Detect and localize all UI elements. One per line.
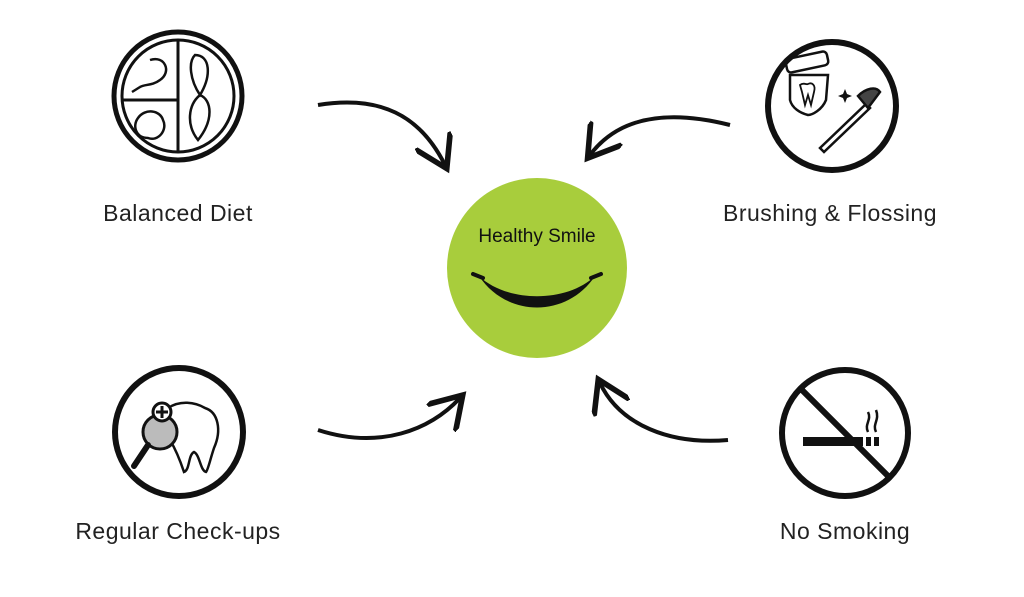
label-brushing-flossing: Brushing & Flossing bbox=[722, 200, 938, 226]
arrow-brushing-to-smile bbox=[590, 115, 731, 155]
label-balanced-diet: Balanced Diet bbox=[103, 200, 253, 226]
tooth-magnifier-icon bbox=[112, 365, 246, 499]
toothbrush-floss-icon bbox=[765, 39, 899, 173]
plate-food-icon bbox=[111, 29, 245, 163]
smile-icon bbox=[471, 272, 603, 308]
healthy-smile-circle: Healthy Smile bbox=[447, 178, 627, 358]
arrow-nosmoking-to-smile bbox=[600, 383, 729, 443]
label-no-smoking: No Smoking bbox=[779, 518, 911, 544]
arrow-diet-to-smile bbox=[317, 100, 445, 166]
center-title: Healthy Smile bbox=[478, 226, 596, 247]
no-smoking-icon bbox=[779, 367, 911, 499]
label-regular-checkups: Regular Check-ups bbox=[75, 518, 281, 544]
arrow-checkups-to-smile bbox=[317, 398, 460, 440]
